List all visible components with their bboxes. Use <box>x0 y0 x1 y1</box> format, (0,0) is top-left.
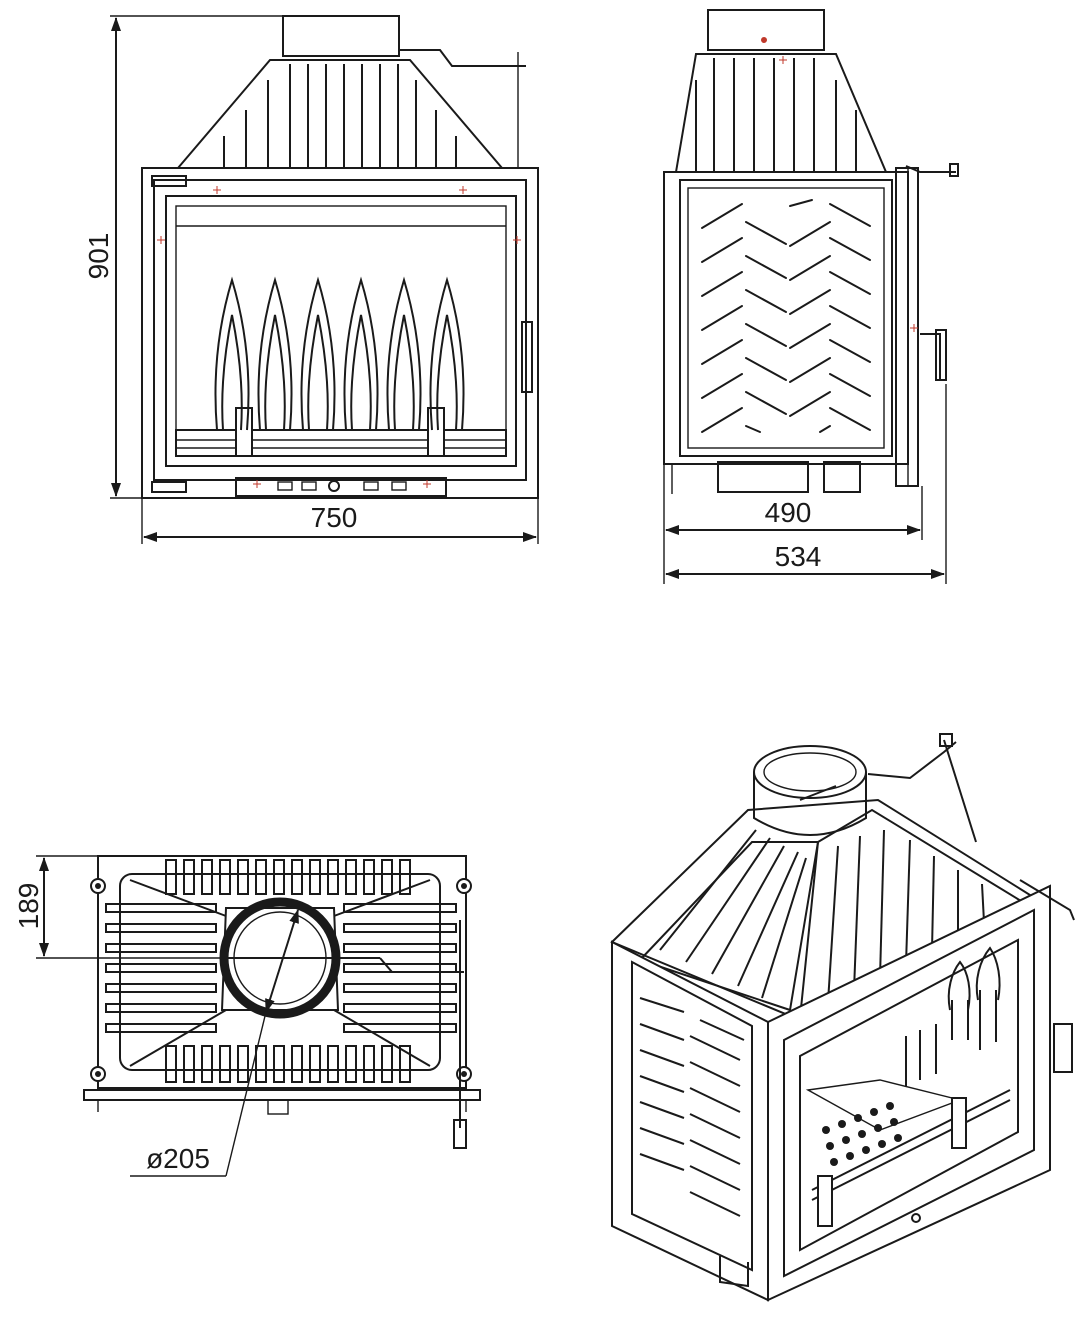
side-view <box>663 9 959 494</box>
dimension-front-width-label: 750 <box>311 502 358 533</box>
dimension-depth-outer-label: 534 <box>775 541 822 572</box>
dimension-height-label: 901 <box>83 233 114 280</box>
dimension-diameter-label: ø205 <box>146 1143 210 1174</box>
top-view <box>83 855 481 1149</box>
dimension-front-width: 750 <box>141 498 539 544</box>
dimension-depth-outer: 534 <box>665 384 947 584</box>
dimension-depth-inner: 490 <box>663 486 923 584</box>
dimension-top-offset-label: 189 <box>13 883 44 930</box>
dimension-depth-inner-label: 490 <box>765 497 812 528</box>
dimension-height: 901 <box>83 15 283 499</box>
dimension-top-offset: 189 <box>13 855 226 959</box>
dimension-diameter: ø205 <box>130 909 299 1177</box>
front-view <box>141 15 539 499</box>
isometric-view <box>610 733 1075 1302</box>
